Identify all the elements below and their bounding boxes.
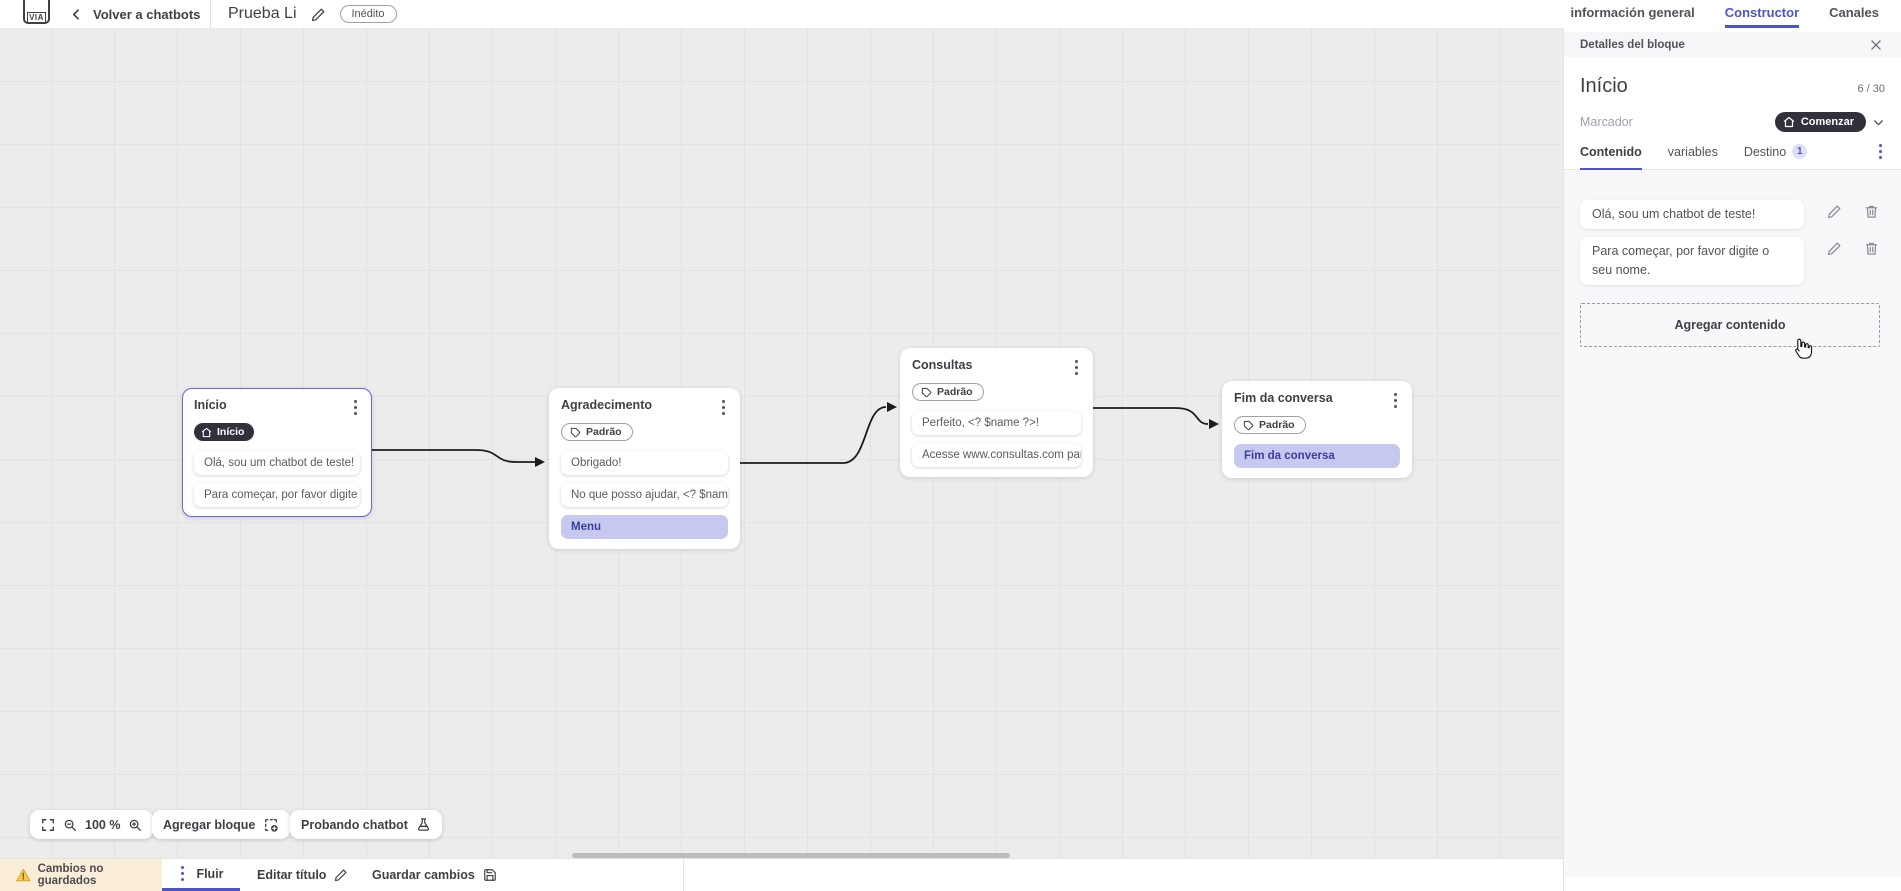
- node-menu-row[interactable]: Fim da conversa: [1234, 443, 1400, 468]
- home-icon: [201, 427, 212, 438]
- edit-title-button[interactable]: Editar título: [257, 859, 348, 891]
- edit-title-icon[interactable]: [311, 7, 326, 22]
- node-menu-icon[interactable]: [719, 398, 728, 417]
- content-text-card[interactable]: Para começar, por favor digite o seu nom…: [1580, 237, 1804, 285]
- start-badge: Início: [194, 423, 255, 442]
- tag-icon: [921, 387, 932, 398]
- chevron-down-icon: [1874, 119, 1883, 125]
- node-agradecimento[interactable]: Agradecimento Padrão Obrigado! No que po…: [549, 388, 740, 549]
- tab-variables[interactable]: variables: [1667, 145, 1718, 159]
- tab-contenido[interactable]: Contenido: [1580, 145, 1642, 170]
- chevron-left-icon: [72, 8, 79, 20]
- builder-tabs: información general Constructor Canales: [1570, 0, 1879, 28]
- flask-icon: [417, 818, 430, 831]
- type-badge: Padrão: [561, 423, 633, 442]
- block-title-row: Início 6 / 30: [1564, 57, 1901, 98]
- unsaved-changes-banner: Cambios no guardados: [0, 859, 162, 891]
- node-message-row[interactable]: Olá, sou um chatbot de teste!: [194, 450, 360, 475]
- node-consultas[interactable]: Consultas Padrão Perfeito, <? $name ?>! …: [900, 348, 1093, 477]
- type-badge: Padrão: [912, 383, 984, 402]
- panel-footer: [1564, 877, 1901, 891]
- tab-destino[interactable]: Destino 1: [1744, 144, 1808, 170]
- node-fim-da-conversa[interactable]: Fim da conversa Padrão Fim da conversa: [1222, 381, 1412, 478]
- marker-value-pill: Comenzar: [1774, 112, 1866, 132]
- fit-screen-icon[interactable]: [41, 818, 55, 832]
- delete-content-icon[interactable]: [1864, 204, 1879, 219]
- node-title: Início: [194, 398, 227, 412]
- back-to-chatbots-button[interactable]: Volver a chatbots: [70, 0, 200, 28]
- marker-row: Marcador Comenzar: [1564, 98, 1901, 132]
- zoom-out-icon[interactable]: [63, 818, 77, 832]
- test-chatbot-button[interactable]: Probando chatbot: [290, 810, 442, 839]
- node-menu-icon[interactable]: [1391, 391, 1400, 410]
- node-title: Fim da conversa: [1234, 391, 1333, 405]
- edit-content-icon[interactable]: [1827, 241, 1842, 256]
- divider: [683, 859, 684, 891]
- type-badge: Padrão: [1234, 416, 1306, 435]
- warning-icon: [16, 868, 31, 882]
- tab-informacion-general[interactable]: información general: [1570, 5, 1695, 20]
- home-icon: [1783, 116, 1794, 128]
- tab-canales[interactable]: Canales: [1829, 5, 1879, 20]
- app-logo: VIA: [23, 0, 50, 24]
- block-counter: 6 / 30: [1857, 83, 1885, 95]
- marker-select[interactable]: Comenzar: [1774, 112, 1885, 132]
- flow-canvas[interactable]: Início Início Olá, sou um chatbot de tes…: [0, 28, 1563, 858]
- chatbot-title: Prueba Li: [228, 5, 297, 22]
- node-message-row[interactable]: Acesse www.consultas.com par...: [912, 442, 1081, 467]
- block-name: Início: [1580, 75, 1628, 97]
- save-icon: [483, 869, 496, 881]
- delete-content-icon[interactable]: [1864, 241, 1879, 256]
- node-title: Agradecimento: [561, 398, 652, 412]
- add-block-button[interactable]: Agregar bloque: [152, 810, 291, 839]
- panel-content: Olá, sou um chatbot de teste! Para começ…: [1564, 170, 1901, 877]
- marker-label: Marcador: [1580, 115, 1633, 129]
- divider: [210, 0, 211, 28]
- node-menu-icon[interactable]: [351, 398, 360, 417]
- tab-constructor[interactable]: Constructor: [1724, 0, 1800, 28]
- flow-tab-menu-icon[interactable]: [178, 864, 187, 883]
- destino-count-badge: 1: [1792, 144, 1808, 159]
- content-text-card[interactable]: Olá, sou um chatbot de teste!: [1580, 200, 1804, 229]
- node-message-row[interactable]: Para começar, por favor digite o ...: [194, 482, 360, 507]
- top-bar: VIA Volver a chatbots Prueba Li Inédito …: [0, 0, 1901, 28]
- zoom-level: 100 %: [85, 817, 121, 832]
- content-item: Olá, sou um chatbot de teste!: [1580, 200, 1885, 229]
- close-icon[interactable]: [1869, 38, 1883, 52]
- node-message-row[interactable]: No que posso ajudar, <? $name ...: [561, 482, 728, 507]
- node-menu-row[interactable]: Menu: [561, 514, 728, 539]
- bottom-bar: Cambios no guardados Fluir Editar título…: [0, 858, 1563, 891]
- block-details-panel: Detalles del bloque Início 6 / 30 Marcad…: [1563, 28, 1901, 891]
- node-inicio[interactable]: Início Início Olá, sou um chatbot de tes…: [182, 388, 372, 517]
- horizontal-scrollbar[interactable]: [572, 853, 1010, 858]
- save-changes-button[interactable]: Guardar cambios: [372, 859, 497, 891]
- add-block-icon: [265, 818, 279, 832]
- flow-tab[interactable]: Fluir: [162, 859, 240, 891]
- zoom-in-icon[interactable]: [128, 818, 142, 832]
- node-message-row[interactable]: Perfeito, <? $name ?>!: [912, 410, 1081, 435]
- panel-menu-icon[interactable]: [1876, 142, 1885, 161]
- edit-content-icon[interactable]: [1827, 204, 1842, 219]
- chatbot-title-group: Prueba Li Inédito: [228, 0, 397, 28]
- content-item: Para começar, por favor digite o seu nom…: [1580, 237, 1885, 285]
- status-badge: Inédito: [339, 5, 397, 23]
- tag-icon: [1243, 420, 1254, 431]
- node-title: Consultas: [912, 358, 973, 372]
- node-menu-icon[interactable]: [1072, 358, 1081, 377]
- panel-tabs: Contenido variables Destino 1: [1564, 132, 1901, 170]
- pencil-icon: [335, 869, 347, 882]
- zoom-toolbar: 100 %: [30, 810, 154, 839]
- node-message-row[interactable]: Obrigado!: [561, 450, 728, 475]
- add-content-button[interactable]: Agregar contenido: [1580, 303, 1880, 347]
- tag-icon: [570, 427, 581, 438]
- panel-header: Detalles del bloque: [1564, 32, 1901, 57]
